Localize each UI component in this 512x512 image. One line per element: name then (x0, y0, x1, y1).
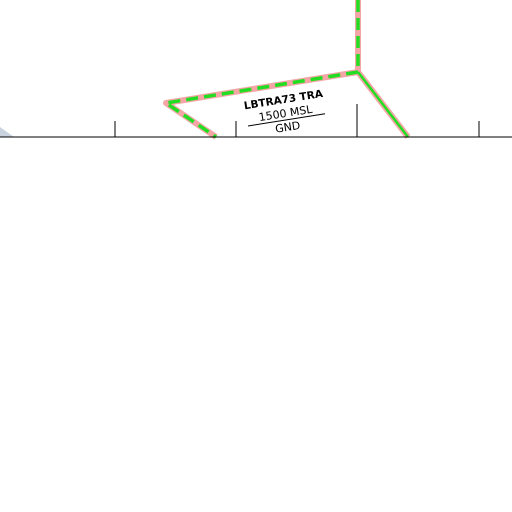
airspace-boundary[interactable] (163, 0, 411, 140)
airspace-limit-divider (247, 113, 326, 127)
airspace-boundary-green-east (357, 71, 409, 138)
airspace-lower-limit: GND (274, 119, 301, 136)
airspace-boundary-dashed (164, 0, 360, 139)
adjacent-area (0, 127, 14, 137)
scale-bar (0, 104, 512, 138)
